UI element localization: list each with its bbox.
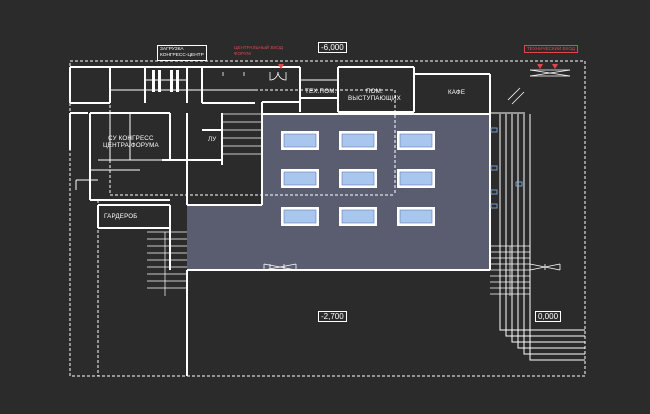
table — [341, 171, 375, 186]
room-label-lu: ЛУ — [208, 136, 217, 143]
ramp-line — [511, 114, 585, 343]
service-entrance-tag: ТЕХНИЧЕСКИЙ ВХОД — [524, 45, 578, 53]
columns — [490, 127, 523, 209]
table — [399, 209, 433, 224]
table — [399, 171, 433, 186]
door-icon — [222, 69, 571, 271]
main-entrance-tag: ЦЕНТРАЛЬНЫЙ ВХОД ФОРУМ — [234, 45, 283, 56]
dashed-lines — [97, 89, 396, 376]
hall-tables — [281, 131, 435, 226]
table — [341, 133, 375, 148]
elevation-mark-top: -6,000 — [318, 42, 347, 53]
elevation-mark-right: 0,000 — [535, 311, 562, 322]
ramp-line — [529, 114, 585, 361]
room-label-wardrobe: ГАРДЕРОБ — [104, 213, 138, 220]
loading-bars — [152, 70, 179, 92]
column — [515, 181, 523, 187]
room-label-cafe: КАФЕ — [448, 89, 466, 96]
room-label-tech: ТЕХ.ПОМ. — [305, 88, 337, 95]
column — [490, 203, 498, 209]
stairs-top — [222, 113, 262, 155]
entrance-arrow-icon — [278, 64, 558, 69]
ramp-lines — [499, 114, 585, 361]
stairs-right — [490, 245, 530, 296]
elevation-mark-hall: -2,700 — [318, 311, 347, 322]
main-hall — [187, 114, 490, 270]
table — [283, 171, 317, 186]
interior-lines — [75, 79, 525, 190]
room-label-congress: СУ КОНГРЕСС ЦЕНТРА/ФОРУМА — [103, 135, 159, 150]
room-label-speakers: ПОМ. ВЫСТУПАЮЩИХ — [348, 88, 401, 103]
ramp-line — [517, 114, 585, 349]
stairs-left — [147, 231, 187, 296]
column — [490, 165, 498, 171]
ramp-line — [523, 114, 585, 355]
loading-tag: ЗАГРУЗКА КОНГРЕСС-ЦЕНТР — [157, 45, 207, 61]
column — [490, 127, 498, 133]
column — [490, 189, 498, 195]
ramp-line — [505, 114, 585, 337]
table — [283, 133, 317, 148]
table — [283, 209, 317, 224]
site-boundary — [69, 60, 586, 377]
ramp-line — [499, 114, 585, 331]
table — [399, 133, 433, 148]
table — [341, 209, 375, 224]
